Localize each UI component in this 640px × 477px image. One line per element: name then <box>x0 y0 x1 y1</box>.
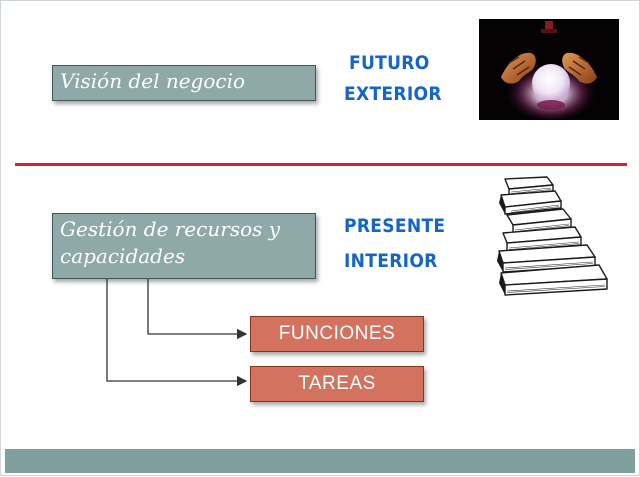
funciones-box: FUNCIONES <box>250 316 424 352</box>
tareas-text: TAREAS <box>298 373 376 394</box>
funciones-text: FUNCIONES <box>279 323 395 344</box>
footer-bar <box>5 449 635 473</box>
tareas-box: TAREAS <box>250 366 424 402</box>
